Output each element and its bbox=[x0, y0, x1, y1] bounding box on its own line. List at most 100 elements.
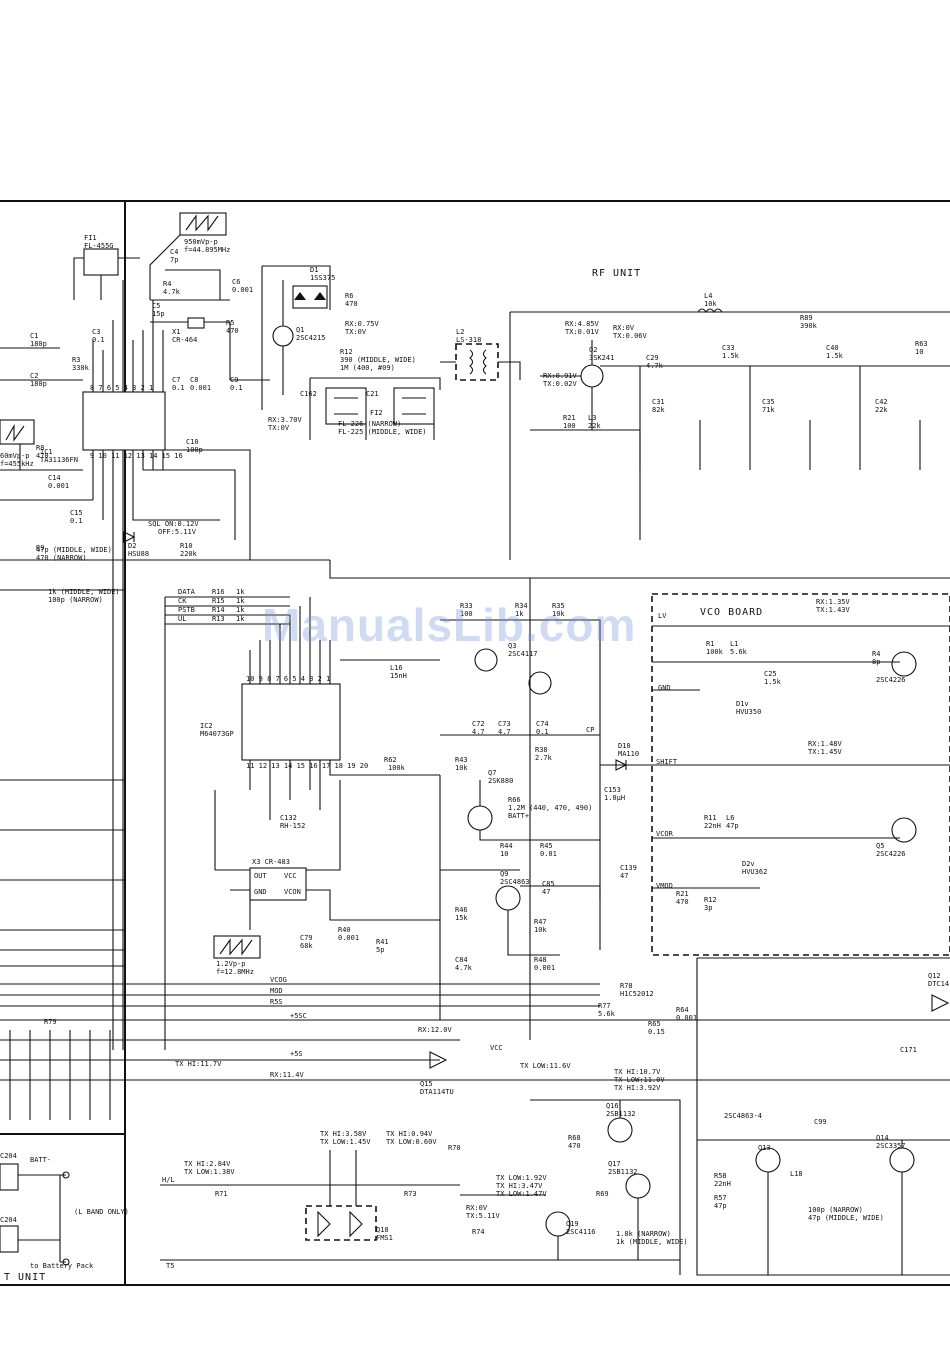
q2-tx2: TX:0.06V bbox=[613, 332, 648, 340]
x3-pin-vcon: VCON bbox=[284, 888, 301, 896]
r21-label: R21 bbox=[563, 414, 576, 422]
l3-label: L3 bbox=[588, 414, 596, 422]
c35-label: C35 bbox=[762, 398, 775, 406]
r57-value: 47p bbox=[714, 1202, 727, 1210]
sig-ck: CK bbox=[178, 597, 187, 605]
c4-value: 7p bbox=[170, 256, 178, 264]
r70-label: R70 bbox=[448, 1144, 461, 1152]
diode-d1-box bbox=[292, 285, 328, 309]
r41-label: R41 bbox=[376, 938, 389, 946]
x3-pin-vcc: VCC bbox=[284, 872, 297, 880]
q16-part: 2SB1132 bbox=[606, 1110, 636, 1118]
d10-ref: D10 bbox=[618, 742, 631, 750]
r62-label: R62 bbox=[384, 756, 397, 764]
r13-value: 1k bbox=[236, 615, 245, 623]
r10-label: R10 bbox=[180, 542, 193, 550]
r77-value: 5.6k bbox=[598, 1010, 616, 1018]
c3-label: C3 bbox=[92, 328, 100, 336]
r9-label: R9 bbox=[36, 544, 44, 552]
sig-shift: SHIFT bbox=[656, 758, 678, 766]
q13-ref: Q13 bbox=[758, 1144, 771, 1152]
d1-ref: D1 bbox=[310, 266, 318, 274]
c79-value: 68k bbox=[300, 942, 313, 950]
q14-part: 2SC3357 bbox=[876, 1142, 906, 1150]
c31-label: C31 bbox=[652, 398, 665, 406]
l6v-value: 47p bbox=[726, 822, 739, 830]
r47-label: R47 bbox=[534, 918, 547, 926]
r62-value: 100k bbox=[388, 764, 406, 772]
r12-wide: 1M (400, #09) bbox=[340, 364, 395, 372]
d1-rx: RX:0.75V bbox=[345, 320, 380, 328]
r47-value: 10k bbox=[534, 926, 547, 934]
r13-label: R13 bbox=[212, 615, 225, 623]
q17-txlow2: 1k (MIDDLE, WIDE) bbox=[616, 1238, 688, 1246]
batt-minus: to Battery Pack bbox=[30, 1262, 94, 1270]
sig-mod: MOD bbox=[270, 987, 283, 995]
c84-value: 4.7k bbox=[455, 964, 473, 972]
v-010: +5S bbox=[290, 1050, 303, 1058]
d2-ref: D2 bbox=[128, 542, 136, 550]
c40-value: 1.5k bbox=[826, 352, 844, 360]
fi2-ref: FI2 bbox=[370, 409, 383, 417]
x1-ref: X1 bbox=[172, 328, 180, 336]
r57-label: R57 bbox=[714, 1194, 727, 1202]
transistor-q1 bbox=[272, 325, 294, 347]
waveform-icon-left bbox=[0, 419, 35, 445]
r33-value: 100 bbox=[460, 610, 473, 618]
r45-value: 0.01 bbox=[540, 850, 557, 858]
rail-5sc: TX HI:11.7V bbox=[175, 1060, 222, 1068]
r64-label: R64 bbox=[676, 1006, 689, 1014]
l16-label: L16 bbox=[390, 664, 403, 672]
r9-narrow: 1k (MIDDLE, WIDE) bbox=[48, 588, 120, 596]
r14-value: 1k bbox=[236, 606, 245, 614]
c5-label: C5 bbox=[152, 302, 160, 310]
d2v-part: HVU362 bbox=[742, 868, 767, 876]
c25v-value: 1.5k bbox=[764, 678, 782, 686]
batt-minus-terminal bbox=[62, 1258, 70, 1266]
c74-value: 0.1 bbox=[536, 728, 549, 736]
r12v-value: 3p bbox=[704, 904, 712, 912]
c153-value: 1.0µH bbox=[604, 794, 625, 802]
c35-value: 71k bbox=[762, 406, 775, 414]
batt-unit-label: T UNIT bbox=[4, 1272, 46, 1283]
q14-ref: Q14 bbox=[876, 1134, 889, 1142]
transistor-q3b bbox=[474, 648, 498, 672]
buffer-q15 bbox=[429, 1051, 448, 1069]
r78-value: H1C52012 bbox=[620, 990, 654, 998]
wave1-amp: 950mVp-p bbox=[184, 238, 218, 246]
c14-value: 0.001 bbox=[48, 482, 69, 490]
wave2-freq: f=12.8MHz bbox=[216, 968, 254, 976]
l1v-label: L1 bbox=[730, 640, 738, 648]
c15-wide: 470 (NARROW) bbox=[36, 554, 87, 562]
wave-left-amp: 60mVp-p bbox=[0, 452, 30, 460]
r34-label: R34 bbox=[515, 602, 528, 610]
c33-label: C33 bbox=[722, 344, 735, 352]
transistor-q9 bbox=[495, 885, 521, 911]
r78-label: R78 bbox=[620, 982, 633, 990]
q16-txlow: TX HI:3.92V bbox=[614, 1084, 661, 1092]
ic2-pins-top: 10 9 8 7 6 5 4 3 2 1 bbox=[246, 675, 330, 683]
sig-data: DATA bbox=[178, 588, 196, 596]
r12v-label: R12 bbox=[704, 896, 717, 904]
q12-ref: Q12 bbox=[928, 972, 941, 980]
cap-c204-1 bbox=[0, 1163, 19, 1191]
r38-value: 2.7k bbox=[535, 754, 553, 762]
x3-pin-gnd: GND bbox=[254, 888, 267, 896]
r63-value: 10 bbox=[915, 348, 923, 356]
q18-txlow2: TX LOW:0.60V bbox=[386, 1138, 437, 1146]
r1v-value: 100k bbox=[706, 648, 724, 656]
ic2-block bbox=[241, 683, 341, 761]
q18-txlow1: TX LOW:1.45V bbox=[320, 1138, 371, 1146]
q7-ref: Q7 bbox=[488, 769, 496, 777]
c7-value: 0.1 bbox=[172, 384, 185, 392]
r46-value: 15k bbox=[455, 914, 468, 922]
r45-label: R45 bbox=[540, 842, 553, 850]
wave1-freq: f=44.895MHz bbox=[184, 246, 230, 254]
q19-part: 2SC4116 bbox=[566, 1228, 596, 1236]
q17-txhi: TX HI:3.47V bbox=[496, 1182, 543, 1190]
c2-value: 180p bbox=[30, 380, 47, 388]
l16-value: 15nH bbox=[390, 672, 407, 680]
c9-value: 0.1 bbox=[230, 384, 243, 392]
c6-value: 0.001 bbox=[232, 286, 253, 294]
